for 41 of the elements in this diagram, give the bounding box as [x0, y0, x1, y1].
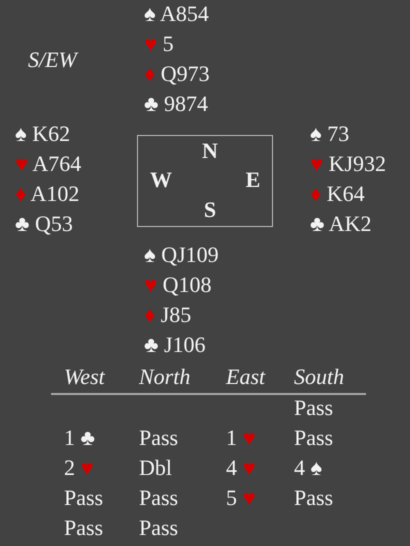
hand-holding: ♦ A102 [15, 181, 80, 207]
column-header: East [226, 364, 266, 390]
bid: 5 ♥ [226, 485, 256, 511]
column-header: South [294, 364, 344, 390]
compass-direction: S [204, 197, 216, 223]
bid: Pass [294, 485, 334, 511]
bid: Pass [64, 485, 104, 511]
column-header: North [139, 364, 190, 390]
hand-holding: ♦ Q973 [144, 61, 210, 87]
bid: Pass [294, 395, 334, 421]
hand-holding: ♥ 5 [144, 31, 174, 57]
hand-holding: ♥ KJ932 [310, 151, 386, 177]
hand-holding: ♣ 9874 [144, 91, 208, 117]
hand-holding: ♦ J85 [144, 302, 192, 328]
bid: Pass [64, 515, 104, 541]
bid: Pass [294, 425, 334, 451]
bid: 4 ♠ [294, 455, 322, 481]
bid: 4 ♥ [226, 455, 256, 481]
hand-holding: ♠ 73 [310, 121, 350, 147]
column-header: West [64, 364, 105, 390]
bid: Pass [139, 515, 178, 541]
compass-direction: N [202, 138, 218, 164]
hand-holding: ♦ K64 [310, 181, 365, 207]
hand-holding: ♣ AK2 [310, 211, 372, 237]
bid: Dbl [139, 455, 172, 481]
bid: 1 ♥ [226, 425, 256, 451]
hand-holding: ♣ J106 [144, 332, 206, 358]
hand-holding: ♣ Q53 [15, 211, 73, 237]
bid: Pass [139, 485, 178, 511]
hand-holding: ♥ A764 [15, 151, 82, 177]
compass-box [137, 135, 273, 227]
compass-direction: W [150, 167, 172, 193]
hand-holding: ♠ QJ109 [144, 242, 219, 268]
bid: Pass [139, 425, 178, 451]
hand-holding: ♠ A854 [144, 1, 209, 27]
dealer-vulnerability: S/EW [28, 47, 77, 73]
bid: 1 ♣ [64, 425, 95, 451]
hand-holding: ♥ Q108 [144, 272, 212, 298]
compass-direction: E [246, 167, 260, 193]
bid: 2 ♥ [64, 455, 94, 481]
hand-holding: ♠ K62 [15, 121, 70, 147]
